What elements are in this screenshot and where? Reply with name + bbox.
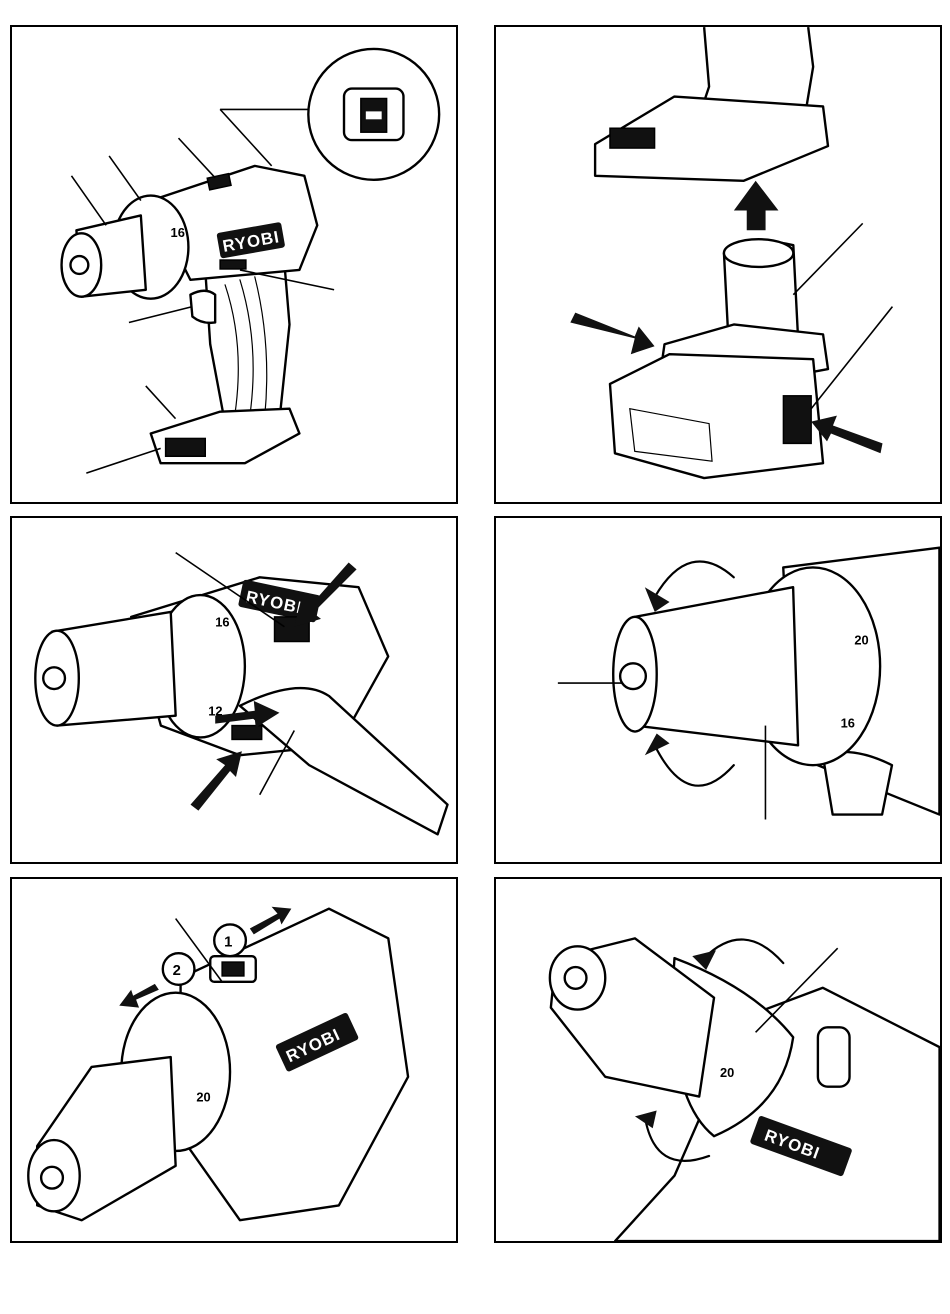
figure-panel-1: RYOBI 16: [10, 25, 458, 504]
figure-panel-2: [494, 25, 942, 504]
clutch-scale-mark: 16: [215, 615, 229, 630]
rotate-bottom-arrow-icon: [655, 745, 734, 785]
drill-handle: [205, 265, 289, 424]
trigger: [190, 291, 215, 323]
chuck-rotation-illustration: 20 16: [496, 518, 940, 862]
rotate-top-arrow-icon: [655, 561, 734, 597]
drill-overview-illustration: RYOBI 16: [12, 27, 456, 502]
figure-panel-5: RYOBI 20 1 2: [10, 877, 458, 1243]
up-arrow-icon: [191, 751, 242, 810]
clutch-scale-mark: 20: [720, 1065, 734, 1080]
battery-removal-illustration: [496, 27, 940, 502]
step-1-label: 1: [224, 934, 232, 950]
step-2-label: 2: [173, 963, 181, 979]
battery-latch: [783, 396, 811, 444]
right-arrow-icon: [570, 313, 654, 355]
figure-panel-3: RYOBI 16 12: [10, 516, 458, 864]
up-arrow-icon: [734, 181, 779, 231]
figure-panel-4: 20 16: [494, 516, 942, 864]
figure-panel-6: RYOBI 20: [494, 877, 942, 1243]
clutch-scale-mark: 20: [196, 1090, 210, 1105]
rotate-top-arrow-icon: [704, 940, 783, 964]
trigger-switch-illustration: RYOBI 16 12: [12, 518, 456, 862]
chuck: [635, 587, 798, 745]
clutch-scale-mark: 20: [854, 633, 868, 648]
speed-selector-illustration: RYOBI 20 1 2: [12, 879, 456, 1241]
clutch-scale-mark-2: 16: [841, 716, 855, 731]
clutch-adjustment-illustration: RYOBI 20: [496, 879, 940, 1241]
clutch-scale-mark: 16: [171, 225, 185, 240]
